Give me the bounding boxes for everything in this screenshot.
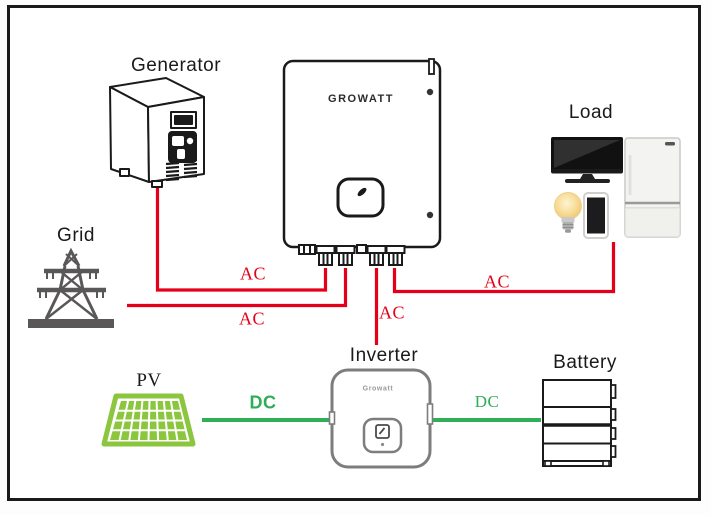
inverter-unit: [328, 368, 434, 469]
leaf-icon: [357, 187, 367, 197]
generator-icon: [109, 77, 205, 188]
main-unit: [282, 58, 442, 266]
load-label: Load: [568, 102, 614, 123]
light-bulb-icon: [554, 192, 582, 233]
grid-label: Grid: [57, 225, 95, 246]
inverter-label: Inverter: [349, 345, 419, 366]
fridge-icon: [624, 137, 681, 238]
ac-label-generator: AC: [239, 263, 267, 284]
main-unit-box: [282, 59, 442, 249]
dc-label-battery: DC: [474, 392, 500, 411]
connector-port-icon: [356, 244, 367, 254]
ac-label-load: AC: [483, 271, 511, 292]
leaf-badge: [336, 177, 385, 218]
pv-label: PV: [136, 370, 162, 391]
inverter-side-clip: [328, 411, 336, 425]
mount-tab: [428, 58, 435, 75]
cable-gland-icon: [385, 245, 406, 266]
generator-vents: [165, 158, 198, 182]
connection-ac-grid: [127, 268, 348, 308]
cable-gland-icon: [366, 245, 387, 266]
pv-panel-icon: [101, 393, 196, 447]
ac-connections: [127, 188, 616, 345]
main-unit-connectors: [298, 244, 406, 266]
tv-icon: [551, 137, 623, 183]
battery-icon: [542, 379, 617, 467]
connection-ac-load: [392, 242, 616, 294]
battery-label: Battery: [553, 352, 617, 373]
screw-icon: [426, 211, 434, 219]
terminal-block-icon: [298, 244, 316, 255]
ac-label-grid: AC: [238, 308, 266, 329]
grid-tower-icon: [28, 247, 114, 328]
generator-label: Generator: [130, 55, 222, 76]
screw-icon: [426, 88, 434, 96]
inverter-side-clip: [426, 403, 434, 425]
main-unit-brand-logo: GROWATT: [328, 93, 394, 105]
connection-ac-generator: [155, 188, 328, 292]
phone-icon: [583, 192, 609, 239]
dc-label-pv: DC: [249, 392, 277, 413]
inverter-brand-logo: Growatt: [362, 385, 394, 393]
ac-label-inverter: AC: [378, 302, 406, 323]
load-group: [551, 137, 681, 239]
cable-gland-icon: [315, 245, 336, 266]
cable-gland-icon: [335, 245, 356, 266]
